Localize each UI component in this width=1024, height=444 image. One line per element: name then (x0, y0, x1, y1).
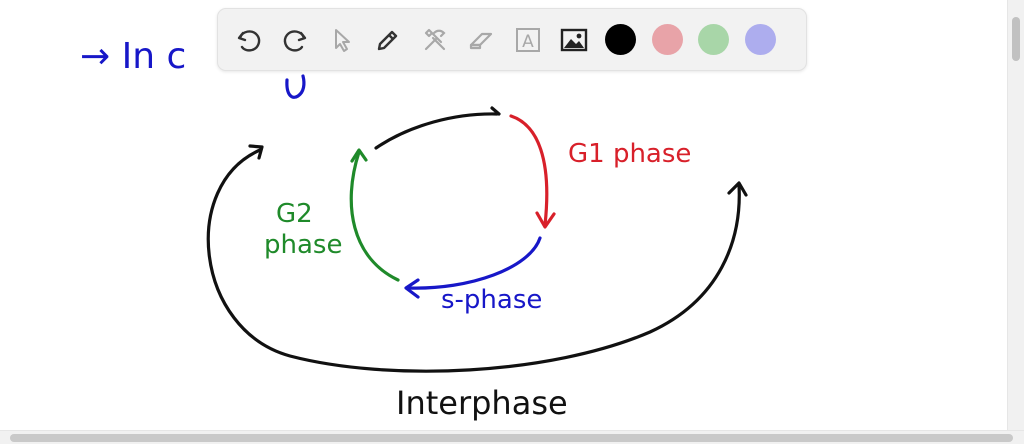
color-swatch-blue (744, 24, 776, 55)
color-blue-button[interactable] (742, 21, 779, 58)
heading-fragment-stroke (285, 74, 306, 99)
pen-icon (377, 30, 398, 50)
g1-arrowhead (535, 211, 556, 229)
vertical-scrollbar-thumb[interactable] (1012, 17, 1020, 61)
cycle-arc-top-tick (490, 106, 501, 116)
redo-button[interactable] (277, 21, 314, 58)
undo-button[interactable] (230, 21, 267, 58)
color-black-button[interactable] (602, 21, 639, 58)
g2-label: G2 (276, 199, 313, 229)
drawing-canvas[interactable]: .stroke { fill: none; stroke-width: 3.2;… (0, 0, 1007, 430)
s-arrowhead (404, 278, 420, 299)
redo-icon (283, 29, 307, 52)
select-pointer-icon (334, 28, 350, 52)
select-button[interactable] (323, 21, 360, 58)
undo-icon (237, 29, 260, 52)
color-swatch-green (698, 24, 729, 55)
horizontal-scrollbar-thumb[interactable] (10, 434, 1013, 442)
color-swatch-red (651, 24, 683, 55)
text-button[interactable]: A (509, 21, 546, 58)
tools-icon (424, 28, 446, 50)
color-swatch-black (605, 24, 636, 55)
g1-phase-label: G1 phase (568, 139, 691, 169)
heading-text: → In c (80, 36, 186, 77)
interphase-arc (206, 148, 741, 373)
interphase-arrowhead-right (727, 181, 748, 197)
image-button[interactable] (556, 21, 593, 58)
text-icon: A (515, 27, 540, 52)
interphase-arrowhead-left (248, 144, 264, 160)
g2-phase-label: phase (264, 230, 342, 260)
cycle-arc-top (374, 112, 499, 150)
g2-arrowhead (350, 148, 368, 163)
horizontal-scrollbar[interactable] (0, 430, 1024, 444)
s-phase-label: s-phase (441, 285, 542, 315)
vertical-scrollbar[interactable] (1007, 0, 1024, 430)
s-arc (406, 236, 542, 290)
tools-button[interactable] (416, 21, 453, 58)
eraser-icon (469, 32, 493, 49)
svg-text:A: A (522, 32, 534, 52)
eraser-button[interactable] (463, 21, 500, 58)
g2-arc (349, 150, 400, 282)
pen-button[interactable] (370, 21, 407, 58)
color-green-button[interactable] (695, 21, 732, 58)
drawing-toolbar: A (217, 8, 807, 71)
image-icon (560, 28, 588, 51)
interphase-label: Interphase (396, 384, 568, 422)
color-red-button[interactable] (649, 21, 686, 58)
g1-arc (509, 114, 549, 227)
